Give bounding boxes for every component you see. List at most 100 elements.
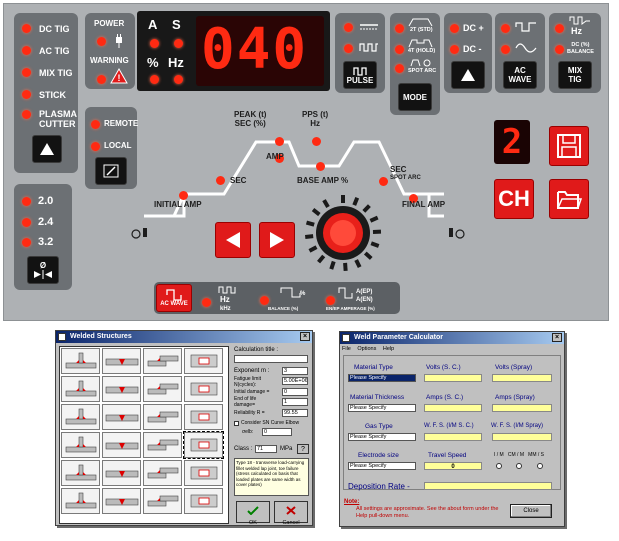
led-remote[interactable]: [91, 120, 100, 129]
joint-type-cell[interactable]: [102, 404, 141, 430]
close-button[interactable]: Close: [510, 504, 552, 518]
joint-type-cell[interactable]: [102, 488, 141, 514]
material-type-select[interactable]: Please Specify: [348, 374, 416, 382]
led-pulse-on[interactable]: [344, 44, 353, 53]
led-amp[interactable]: [275, 154, 284, 163]
led-dc-plus[interactable]: [450, 24, 459, 33]
material-thickness-select[interactable]: Please Specify: [348, 404, 416, 412]
tab-amperage[interactable]: A(EP) A(EN) EN/EP AMPERAGE (%): [322, 284, 398, 312]
encoder-knob[interactable]: [304, 194, 382, 272]
joint-type-cell[interactable]: [143, 348, 182, 374]
fatigue-limit-input[interactable]: 5.00E+06: [282, 377, 308, 385]
pulse-button[interactable]: PULSE: [343, 61, 377, 89]
units-radio-ipm[interactable]: [496, 463, 502, 469]
led-sec-up[interactable]: [216, 176, 225, 185]
elbow-select[interactable]: 0: [262, 428, 292, 436]
led-dc-tig[interactable]: [22, 24, 31, 33]
mix-tig-button[interactable]: MIX TIG: [558, 61, 592, 89]
led-ac-tig[interactable]: [22, 46, 31, 55]
menu-file[interactable]: File: [342, 346, 351, 352]
initial-damage-input[interactable]: 0: [282, 388, 308, 396]
joint-type-cell[interactable]: [184, 460, 223, 486]
polarity-button[interactable]: [451, 61, 485, 89]
joint-type-cell[interactable]: [102, 348, 141, 374]
led-mode-2t[interactable]: [395, 24, 404, 33]
joint-type-cell[interactable]: [184, 488, 223, 514]
led-ac-square[interactable]: [501, 24, 510, 33]
remote-local-button[interactable]: [95, 157, 127, 185]
led-mode-spot[interactable]: [395, 64, 404, 73]
class-input[interactable]: 71: [255, 445, 277, 453]
calc-title-input[interactable]: [234, 355, 308, 363]
units-radio-cmm[interactable]: [516, 463, 522, 469]
led-initial-amp[interactable]: [179, 191, 188, 200]
led-mode-4t[interactable]: [395, 45, 404, 54]
joint-type-cell[interactable]: [143, 460, 182, 486]
joint-type-cell[interactable]: [102, 432, 141, 458]
led-electrode-2-0[interactable]: [22, 197, 31, 206]
led-mix-balance[interactable]: [555, 45, 564, 54]
joint-type-cell[interactable]: [102, 460, 141, 486]
cancel-button[interactable]: Cancel: [274, 501, 308, 526]
arrow-left-button[interactable]: [215, 222, 251, 258]
led-peak[interactable]: [275, 137, 284, 146]
led-mix-tig[interactable]: [22, 68, 31, 77]
menu-help[interactable]: Help: [382, 346, 395, 352]
led-dc-minus[interactable]: [450, 45, 459, 54]
joint-type-cell[interactable]: [61, 432, 100, 458]
joint-type-cell[interactable]: [143, 432, 182, 458]
joint-type-cell[interactable]: [61, 460, 100, 486]
close-icon[interactable]: ×: [300, 332, 310, 341]
led-ac-sine[interactable]: [501, 45, 510, 54]
channel-button[interactable]: CH: [494, 179, 534, 219]
ok-button[interactable]: OK: [236, 501, 270, 526]
tab-hz[interactable]: Hz kHz: [196, 284, 248, 312]
joint-type-cell[interactable]: [183, 431, 224, 459]
end-of-life-input[interactable]: 1: [282, 398, 308, 406]
joint-type-cell[interactable]: [184, 404, 223, 430]
save-button[interactable]: [549, 126, 589, 166]
joint-type-cell[interactable]: [61, 404, 100, 430]
led-unit-s[interactable]: [174, 39, 183, 48]
joint-type-cell[interactable]: [143, 404, 182, 430]
tab-ac-wave[interactable]: AC WAVE: [156, 284, 192, 312]
joint-type-cell[interactable]: [61, 488, 100, 514]
led-mix-hz[interactable]: [555, 24, 564, 33]
process-select-button[interactable]: [32, 135, 62, 163]
joint-type-cell[interactable]: [143, 376, 182, 402]
gas-type-select[interactable]: Please Specify: [348, 433, 416, 441]
led-pulse-off[interactable]: [344, 23, 353, 32]
led-final-amp[interactable]: [409, 194, 418, 203]
joint-type-cell[interactable]: [102, 376, 141, 402]
led-electrode-3-2[interactable]: [22, 238, 31, 247]
electrode-size-select[interactable]: Please Specify: [348, 462, 416, 470]
open-folder-button[interactable]: [549, 179, 589, 219]
arrow-right-button[interactable]: [259, 222, 295, 258]
joint-type-cell[interactable]: [61, 376, 100, 402]
menu-options[interactable]: Options: [357, 346, 377, 352]
sn-curve-checkbox[interactable]: [234, 421, 239, 426]
led-local[interactable]: [91, 142, 100, 151]
led-electrode-2-4[interactable]: [22, 218, 31, 227]
tab-balance[interactable]: % BALANCE (%): [254, 284, 318, 312]
units-radio-mms[interactable]: [537, 463, 543, 469]
ac-wave-button[interactable]: AC WAVE: [503, 61, 537, 89]
close-icon[interactable]: ×: [552, 333, 562, 342]
joint-type-cell[interactable]: [143, 488, 182, 514]
led-plasma-cutter[interactable]: [22, 110, 31, 119]
joint-type-cell[interactable]: [61, 348, 100, 374]
exponent-select[interactable]: 3: [282, 367, 308, 375]
joint-type-cell[interactable]: [184, 376, 223, 402]
led-sec-down[interactable]: [379, 177, 388, 186]
led-unit-percent[interactable]: [150, 75, 159, 84]
led-base-amp[interactable]: [316, 162, 325, 171]
led-unit-hz[interactable]: [174, 75, 183, 84]
led-unit-a[interactable]: [150, 39, 159, 48]
electrode-button[interactable]: Ø: [27, 256, 59, 284]
reliability-select[interactable]: 99.55: [282, 409, 308, 417]
led-pps[interactable]: [312, 137, 321, 146]
help-button[interactable]: ?: [297, 444, 309, 454]
joint-type-cell[interactable]: [184, 348, 223, 374]
mode-button[interactable]: MODE: [398, 83, 432, 111]
led-stick[interactable]: [22, 90, 31, 99]
